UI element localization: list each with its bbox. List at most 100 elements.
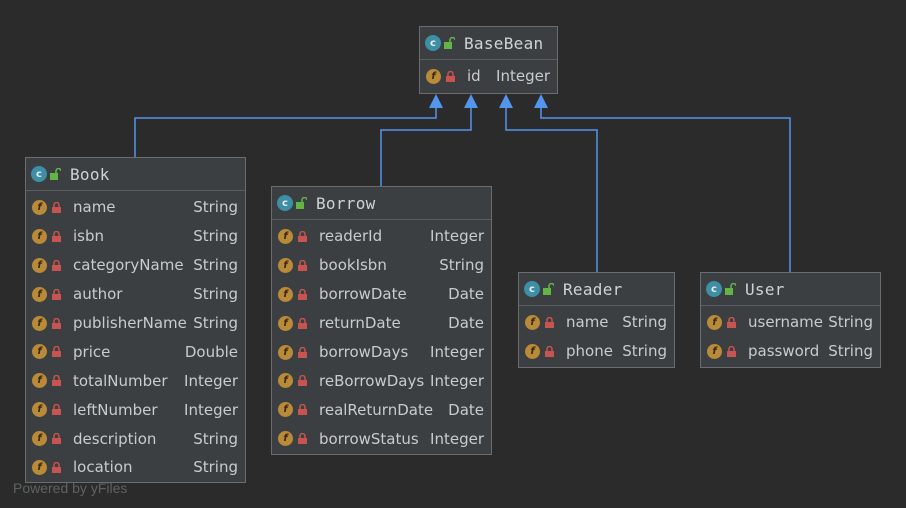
field-row[interactable]: f isbn String xyxy=(26,222,245,251)
edge-user-basebean xyxy=(540,104,791,272)
class-header: c Book xyxy=(26,158,245,191)
field-row[interactable]: f realReturnDate Date xyxy=(272,395,491,424)
field-type: String xyxy=(622,342,667,361)
field-type: String xyxy=(193,198,238,217)
field-row[interactable]: f location String xyxy=(26,453,245,482)
field-name: id xyxy=(467,67,481,86)
lock-icon xyxy=(52,317,61,329)
lock-icon xyxy=(298,259,307,271)
field-row[interactable]: f categoryName String xyxy=(26,251,245,280)
arrowhead-book xyxy=(429,94,443,108)
field-row[interactable]: f phone String xyxy=(519,337,674,366)
field-row[interactable]: f publisherName String xyxy=(26,309,245,338)
edge-book-basebean xyxy=(134,104,437,157)
field-row[interactable]: f borrowDate Date xyxy=(272,280,491,309)
field-name: password xyxy=(748,342,820,361)
field-name: name xyxy=(566,313,609,332)
class-user[interactable]: c User f username String f password Stri… xyxy=(700,272,881,368)
field-icon: f xyxy=(32,344,47,360)
field-list: f name String f phone String xyxy=(519,306,674,366)
field-name: description xyxy=(73,429,157,448)
field-name: borrowDate xyxy=(319,285,407,304)
lock-icon xyxy=(52,201,61,213)
class-basebean[interactable]: c BaseBean f id Integer xyxy=(419,26,558,94)
field-type: Integer xyxy=(430,371,484,390)
field-type: String xyxy=(193,314,238,332)
field-row[interactable]: f username String xyxy=(701,308,880,337)
field-row[interactable]: f password String xyxy=(701,337,880,366)
field-row[interactable]: f name String xyxy=(26,193,245,222)
field-icon: f xyxy=(32,315,47,331)
field-row[interactable]: f leftNumber Integer xyxy=(26,395,245,424)
field-type: String xyxy=(193,458,238,477)
lock-icon xyxy=(298,433,307,445)
lock-icon xyxy=(52,375,61,387)
field-row[interactable]: f borrowStatus Integer xyxy=(272,424,491,453)
unlock-icon xyxy=(50,168,61,180)
class-name: BaseBean xyxy=(464,33,544,53)
arrowhead-user xyxy=(534,94,548,108)
field-row[interactable]: f name String xyxy=(519,308,674,337)
class-name: Borrow xyxy=(316,193,376,213)
field-row[interactable]: f borrowDays Integer xyxy=(272,338,491,367)
field-type: String xyxy=(622,313,667,332)
class-name: User xyxy=(745,279,785,299)
field-row[interactable]: f author String xyxy=(26,280,245,309)
field-name: returnDate xyxy=(319,314,401,333)
field-icon: f xyxy=(32,228,47,244)
field-type: String xyxy=(193,227,238,246)
field-name: reBorrowDays xyxy=(319,371,425,390)
field-row[interactable]: f bookIsbn String xyxy=(272,251,491,280)
field-name: name xyxy=(73,198,116,217)
field-row[interactable]: f id Integer xyxy=(420,62,557,91)
watermark: Powered by yFiles xyxy=(13,480,128,496)
field-name: leftNumber xyxy=(73,400,158,419)
field-icon: f xyxy=(278,257,293,273)
class-header: c Borrow xyxy=(272,187,491,220)
lock-icon xyxy=(727,316,736,328)
field-row[interactable]: f readerId Integer xyxy=(272,222,491,251)
field-name: borrowDays xyxy=(319,343,409,361)
field-icon: f xyxy=(32,286,47,302)
field-type: Date xyxy=(448,400,484,419)
field-type: String xyxy=(193,285,238,304)
field-name: readerId xyxy=(319,227,383,246)
class-book[interactable]: c Book f name String f isbn String f cat… xyxy=(25,157,246,483)
field-list: f readerId Integer f bookIsbn String f b… xyxy=(272,220,491,453)
field-type: Integer xyxy=(430,429,484,448)
field-type: Integer xyxy=(430,227,484,246)
field-row[interactable]: f reBorrowDays Integer xyxy=(272,366,491,395)
field-name: username xyxy=(748,313,823,332)
field-name: totalNumber xyxy=(73,371,168,390)
field-icon: f xyxy=(278,286,293,302)
field-row[interactable]: f price Double xyxy=(26,337,245,366)
arrowhead-reader xyxy=(499,94,513,108)
class-borrow[interactable]: c Borrow f readerId Integer f bookIsbn S… xyxy=(271,186,492,455)
field-type: Date xyxy=(448,314,484,333)
lock-icon xyxy=(727,345,736,357)
field-row[interactable]: f returnDate Date xyxy=(272,309,491,338)
lock-icon xyxy=(298,230,307,242)
class-header: c Reader xyxy=(519,273,674,306)
field-type: Integer xyxy=(184,371,238,390)
unlock-icon xyxy=(296,197,307,209)
field-list: f id Integer xyxy=(420,60,557,91)
field-row[interactable]: f description String xyxy=(26,424,245,453)
field-icon: f xyxy=(426,68,441,84)
field-icon: f xyxy=(278,431,293,447)
lock-icon xyxy=(446,70,455,82)
field-icon: f xyxy=(32,373,47,389)
field-type: Integer xyxy=(184,400,238,419)
lock-icon xyxy=(52,346,61,358)
field-row[interactable]: f totalNumber Integer xyxy=(26,366,245,395)
class-icon: c xyxy=(706,281,722,297)
field-name: bookIsbn xyxy=(319,256,387,275)
class-reader[interactable]: c Reader f name String f phone String xyxy=(518,272,675,368)
class-icon: c xyxy=(524,281,540,297)
field-icon: f xyxy=(278,373,293,389)
field-list: f name String f isbn String f categoryNa… xyxy=(26,191,245,482)
lock-icon xyxy=(52,259,61,271)
field-type: String xyxy=(193,256,238,275)
field-name: categoryName xyxy=(73,256,184,275)
